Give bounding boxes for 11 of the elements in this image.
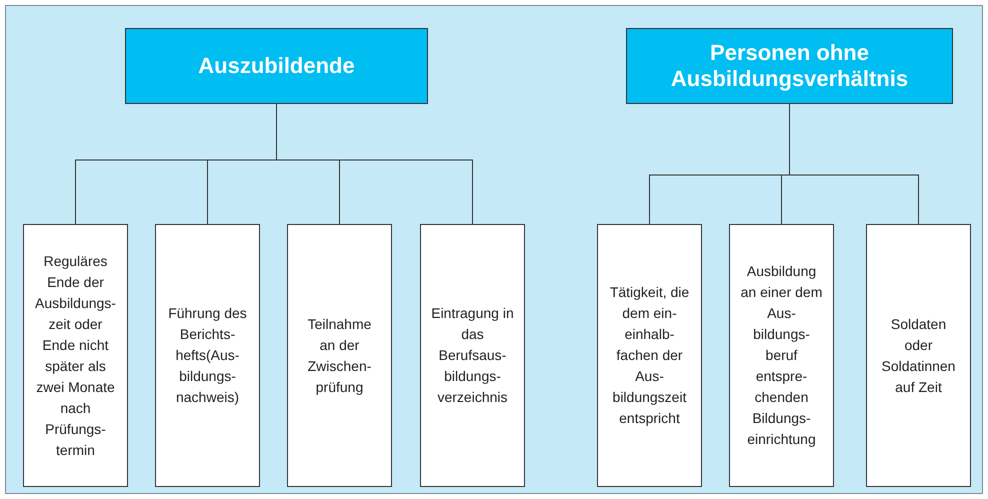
criterion-box: Teilnahme an der Zwischen- prüfung — [287, 224, 392, 487]
criterion-box: Soldaten oder Soldatinnen auf Zeit — [866, 224, 971, 487]
criterion-box: Ausbildung an einer dem Aus- bildungs- beruf entspre- chenden Bildungs- einrichtung — [729, 224, 834, 487]
connector-line — [789, 104, 919, 224]
connector-line — [276, 104, 473, 224]
criterion-box: Reguläres Ende der Ausbildungs- zeit oder Ende nicht später als zwei Monate nach Prüfungs- termin — [23, 224, 128, 487]
category-box: Auszubildende — [125, 28, 428, 104]
criterion-box: Tätigkeit, die dem ein- einhalb- fachen der Aus- bildungszeit entspricht — [597, 224, 702, 487]
criterion-box: Führung des Berichts- hefts(Aus- bildungs- nachweis) — [155, 224, 260, 487]
criterion-box: Eintragung in das Berufsaus- bildungs- verzeichnis — [420, 224, 525, 487]
category-box: Personen ohne Ausbildungsverhältnis — [626, 28, 953, 104]
